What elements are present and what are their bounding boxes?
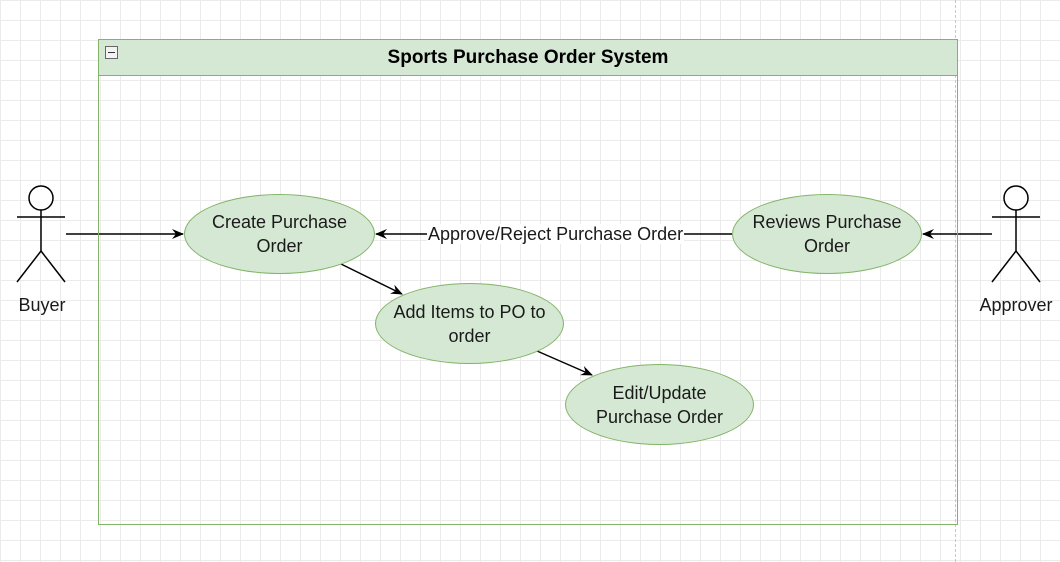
usecase-edit-update-purchase-order[interactable]: Edit/Update Purchase Order	[565, 364, 754, 445]
usecase-reviews-purchase-order[interactable]: Reviews Purchase Order	[732, 194, 922, 274]
actor-label-approver: Approver	[979, 295, 1053, 315]
system-header: Sports Purchase Order System	[99, 40, 957, 76]
collapse-icon[interactable]	[105, 46, 118, 59]
actor-label-buyer: Buyer	[18, 295, 66, 315]
usecase-label: Edit/Update Purchase Order	[595, 382, 724, 427]
usecase-label: Reviews Purchase Order	[752, 212, 902, 256]
page-break-line	[955, 0, 956, 562]
approver-actor-figure[interactable]	[991, 185, 1041, 283]
system-boundary[interactable]: Sports Purchase Order System	[98, 39, 958, 525]
edge-label-approve-reject: Approve/Reject Purchase Order	[427, 224, 685, 244]
system-title: Sports Purchase Order System	[387, 46, 669, 68]
usecase-add-items[interactable]: Add Items to PO to order	[375, 283, 564, 364]
usecase-label: Add Items to PO to order	[393, 301, 546, 346]
buyer-actor-figure[interactable]	[16, 185, 66, 283]
edge-create-to-add-items[interactable]	[340, 263, 403, 295]
edge-add-items-to-edit[interactable]	[536, 350, 593, 376]
usecase-label: Create Purchase Order	[211, 212, 348, 256]
usecase-create-purchase-order[interactable]: Create Purchase Order	[184, 194, 375, 274]
